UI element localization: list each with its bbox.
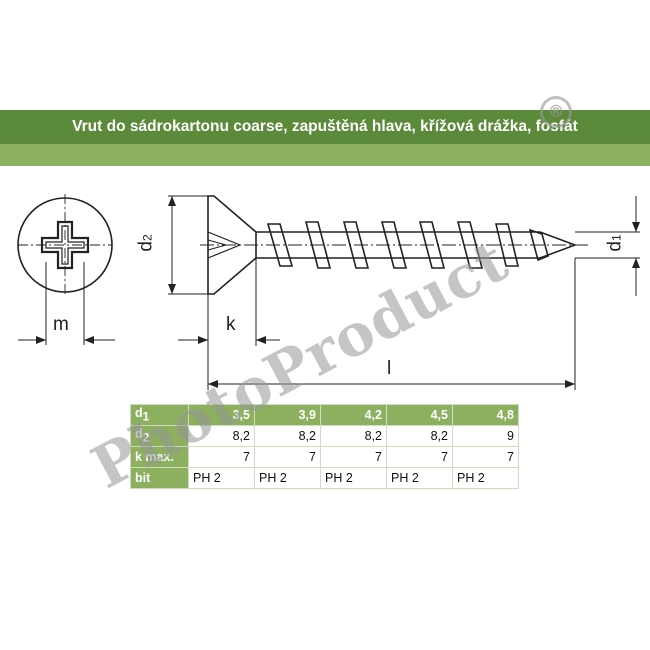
table-cell: 8,2 [254,425,321,447]
row-header-bit: bit [130,467,189,489]
banner-light-band [0,144,650,166]
table-cell: PH 2 [452,467,519,489]
screw-threads [266,221,549,269]
table-cell: 7 [254,446,321,468]
dimension-l-label: l [387,358,392,379]
dimension-m-label: m [53,314,69,335]
screw-side-view [168,195,640,390]
table-cell: 4,5 [386,404,453,426]
screw-head-top-view [17,194,115,345]
table-cell: 8,2 [386,425,453,447]
table-cell: 3,9 [254,404,321,426]
table-row-d2: d2 8,2 8,2 8,2 8,2 9 [130,425,519,447]
table-cell: 4,8 [452,404,519,426]
table-cell: 4,2 [320,404,387,426]
table-row-bit: bit PH 2 PH 2 PH 2 PH 2 PH 2 [130,467,519,489]
table-cell: PH 2 [188,467,255,489]
table-cell: 7 [452,446,519,468]
row-header-d1: d1 [130,404,189,426]
page-title: Vrut do sádrokartonu coarse, zapuštěná h… [72,118,578,135]
table-cell: 9 [452,425,519,447]
table-cell: 7 [320,446,387,468]
table-cell: PH 2 [254,467,321,489]
phillips-recess-icon [40,220,90,270]
dimension-d1-label: d1 [604,234,626,252]
dimensions-table: d1 3,5 3,9 4,2 4,5 4,8 d2 8,2 8,2 8,2 8,… [130,404,519,489]
table-cell: 7 [386,446,453,468]
table-cell: PH 2 [320,467,387,489]
table-cell: PH 2 [386,467,453,489]
registered-mark-icon: ® [540,96,572,128]
dimension-d2-label: d2 [135,234,157,252]
dimension-k-label: k [226,314,236,335]
table-cell: 8,2 [320,425,387,447]
